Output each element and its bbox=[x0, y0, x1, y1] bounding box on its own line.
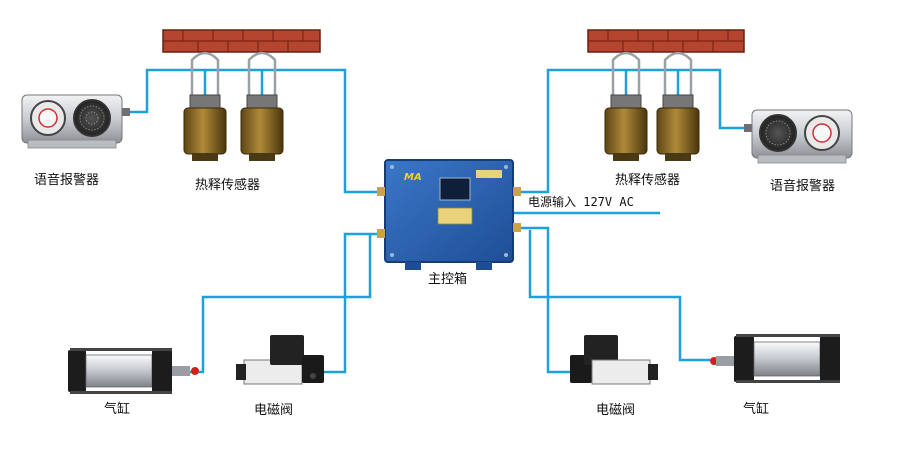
solenoid-valve-right bbox=[570, 335, 658, 385]
label-power-input: 电源输入 127V AC bbox=[528, 194, 634, 209]
air-cylinder-left bbox=[68, 348, 199, 394]
wire-right-alarm bbox=[512, 68, 752, 194]
wire-right-valve bbox=[512, 226, 570, 374]
voice-alarm-left bbox=[21, 94, 130, 149]
wire-left-alarm bbox=[128, 68, 385, 194]
heat-sensor-right-1 bbox=[604, 51, 648, 161]
label-main-box: 主控箱 bbox=[428, 271, 467, 287]
heat-sensor-left-2 bbox=[240, 51, 284, 161]
heat-sensor-left-1 bbox=[183, 51, 227, 161]
box-logo: MA bbox=[404, 172, 422, 183]
label-sensor-right: 热释传感器 bbox=[615, 172, 680, 188]
wire-left-valve bbox=[320, 232, 385, 374]
label-alarm-right: 语音报警器 bbox=[770, 178, 835, 194]
voice-alarm-right bbox=[744, 109, 853, 164]
solenoid-valve-left bbox=[236, 335, 324, 385]
label-valve-right: 电磁阀 bbox=[596, 403, 635, 418]
label-sensor-left: 热释传感器 bbox=[195, 177, 260, 193]
brick-wall-left bbox=[162, 29, 321, 53]
label-valve-left: 电磁阀 bbox=[254, 403, 293, 418]
label-cylinder-left: 气缸 bbox=[104, 401, 130, 417]
label-cylinder-right: 气缸 bbox=[743, 401, 769, 417]
heat-sensor-right-2 bbox=[656, 51, 700, 161]
label-alarm-left: 语音报警器 bbox=[34, 172, 99, 188]
main-control-box: MA bbox=[377, 159, 521, 270]
brick-wall-right bbox=[587, 29, 745, 53]
air-cylinder-right bbox=[710, 334, 840, 383]
wire-right-cylinder bbox=[528, 230, 710, 362]
